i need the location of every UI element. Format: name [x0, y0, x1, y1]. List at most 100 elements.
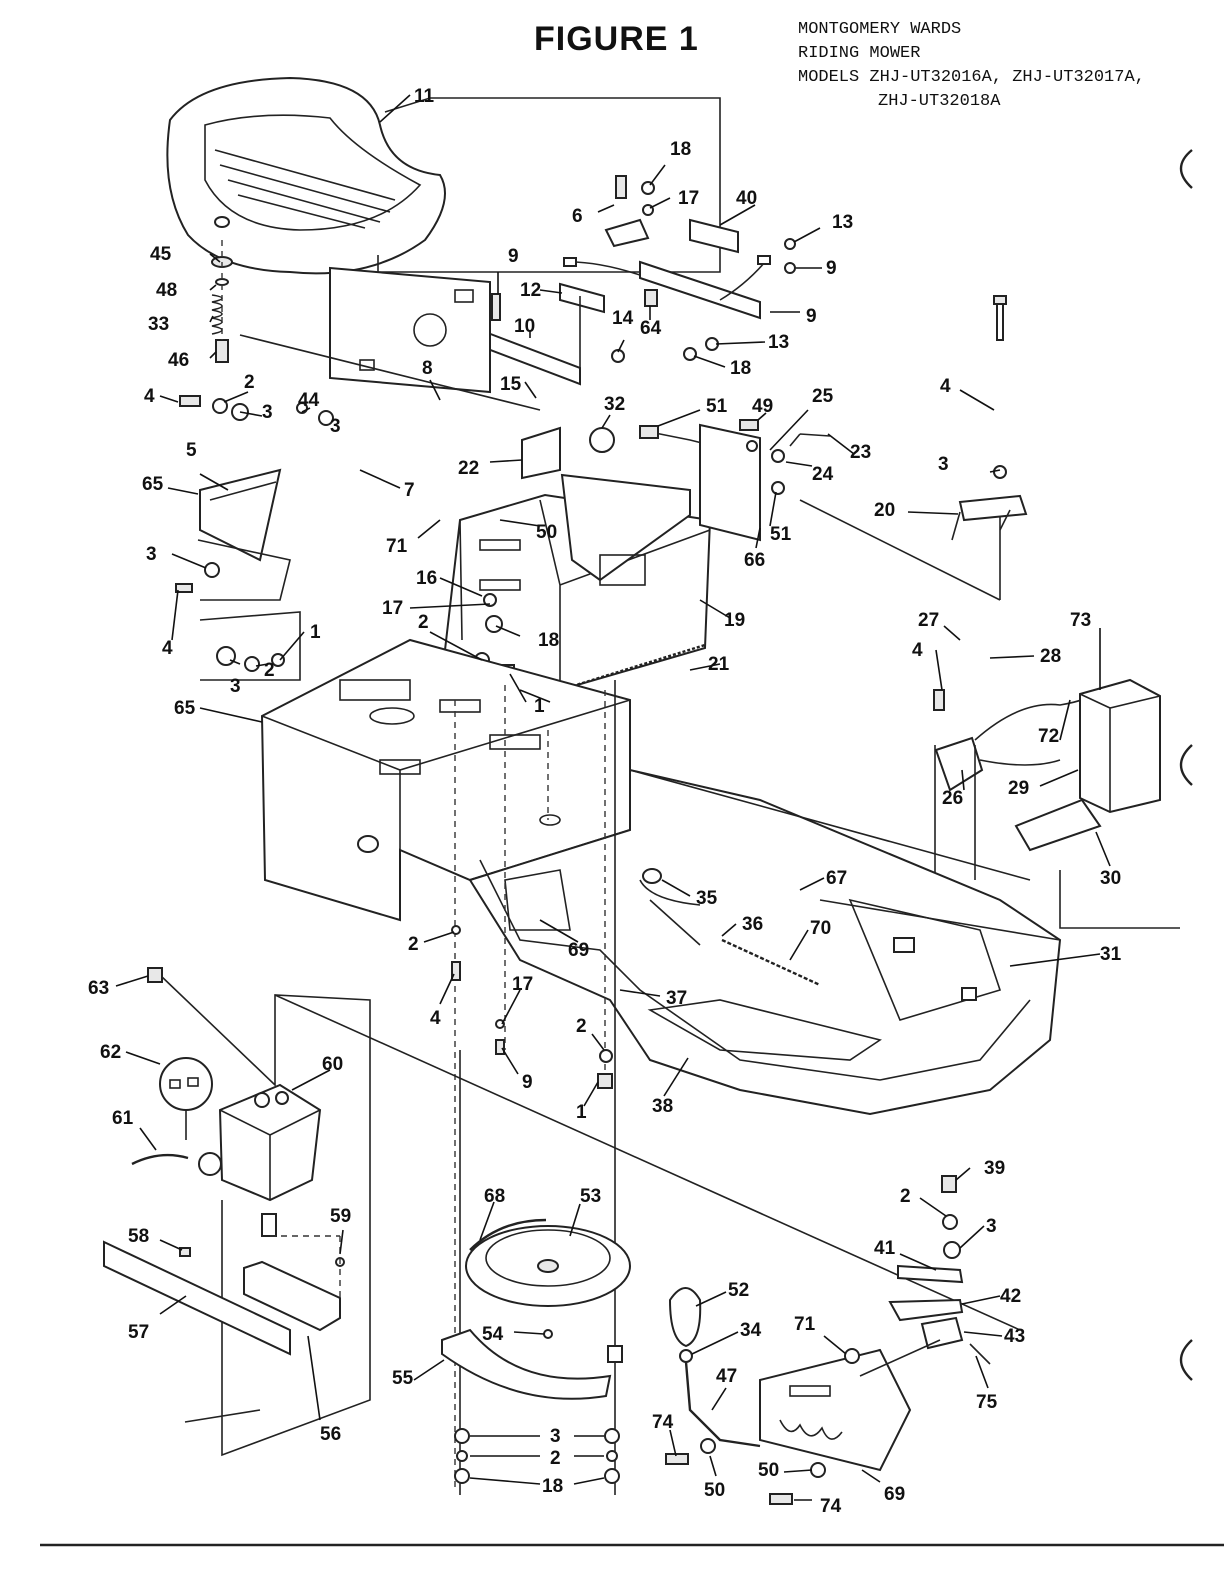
callout-16: 16: [416, 568, 437, 589]
dash-panel-plate: [239, 266, 541, 411]
callout-1: 1: [534, 696, 545, 717]
callout-2: 2: [900, 1186, 911, 1207]
leader-lines: [115, 94, 1111, 1501]
callout-5: 5: [186, 440, 197, 461]
callout-1: 1: [576, 1102, 587, 1123]
callout-55: 55: [392, 1368, 414, 1389]
callout-53: 53: [580, 1186, 601, 1207]
callout-8: 8: [422, 358, 433, 379]
callout-4: 4: [144, 386, 155, 407]
callout-7: 7: [404, 480, 415, 501]
callout-9: 9: [806, 306, 817, 327]
callout-51: 51: [770, 524, 792, 545]
side-bracket: [175, 468, 301, 681]
callout-64: 64: [640, 318, 662, 339]
callout-15: 15: [500, 374, 522, 395]
callout-18: 18: [542, 1476, 563, 1497]
callout-67: 67: [826, 868, 847, 889]
callout-54: 54: [482, 1324, 504, 1345]
callout-42: 42: [1000, 1286, 1021, 1307]
callout-22: 22: [458, 458, 479, 479]
pulley-and-belt: [465, 1218, 631, 1339]
callout-39: 39: [984, 1158, 1005, 1179]
callout-24: 24: [812, 464, 834, 485]
header-line-3: MODELS ZHJ-UT32016A, ZHJ-UT32017A,: [798, 68, 1145, 87]
nut: [485, 615, 503, 633]
seat-part: [166, 76, 446, 275]
callout-65: 65: [142, 474, 164, 495]
callout-3: 3: [938, 454, 949, 475]
callout-3: 3: [230, 676, 241, 697]
callout-72: 72: [1038, 726, 1059, 747]
callout-58: 58: [128, 1226, 149, 1247]
callout-48: 48: [156, 280, 177, 301]
callout-17: 17: [512, 974, 533, 995]
callout-25: 25: [812, 386, 834, 407]
seat-switch-bracket: [563, 175, 796, 361]
callout-70: 70: [810, 918, 831, 939]
callout-44: 44: [298, 390, 320, 411]
callout-50: 50: [758, 1460, 779, 1481]
callout-50: 50: [704, 1480, 725, 1501]
chassis-deck: [468, 768, 1062, 1116]
callout-62: 62: [100, 1042, 121, 1063]
callout-43: 43: [1004, 1326, 1025, 1347]
transaxle-outline: [159, 974, 371, 1457]
shift-lever-assembly: [665, 1287, 912, 1505]
transaxle-outline: [274, 994, 1021, 1331]
support-brackets: [103, 1213, 345, 1356]
callout-18: 18: [730, 358, 751, 379]
callout-2: 2: [244, 372, 255, 393]
callout-56: 56: [320, 1424, 341, 1445]
callout-21: 21: [708, 654, 730, 675]
callout-2: 2: [576, 1016, 587, 1037]
binder-hole-mark: [1179, 149, 1193, 189]
callout-labels: 11 18 6 17 40 13 9 45 9 12 48 33 10 14 6…: [88, 86, 1122, 1517]
callout-60: 60: [322, 1054, 343, 1075]
callout-2: 2: [264, 660, 275, 681]
model-header: MONTGOMERY WARDS RIDING MOWER MODELS ZHJ…: [798, 18, 1145, 114]
callout-12: 12: [520, 280, 541, 301]
callout-35: 35: [696, 888, 718, 909]
callout-37: 37: [666, 988, 687, 1009]
callout-61: 61: [112, 1108, 134, 1129]
callout-50: 50: [536, 522, 557, 543]
callout-20: 20: [874, 500, 895, 521]
callout-14: 14: [612, 308, 634, 329]
washer: [483, 593, 497, 607]
callout-4: 4: [912, 640, 923, 661]
seat-spring-stack: [211, 240, 233, 363]
callout-4: 4: [162, 638, 173, 659]
callout-47: 47: [716, 1366, 737, 1387]
callout-3: 3: [550, 1426, 561, 1447]
callout-41: 41: [874, 1238, 896, 1259]
binder-hole-mark: [1179, 744, 1193, 786]
callout-4: 4: [430, 1008, 441, 1029]
callout-13: 13: [768, 332, 789, 353]
callout-3: 3: [262, 402, 273, 423]
callout-9: 9: [522, 1072, 533, 1093]
callout-3: 3: [146, 544, 157, 565]
callout-69: 69: [884, 1484, 905, 1505]
callout-69: 69: [568, 940, 589, 961]
callout-17: 17: [678, 188, 699, 209]
callout-52: 52: [728, 1280, 749, 1301]
solenoid-and-battery: [933, 678, 1180, 929]
callout-29: 29: [1008, 778, 1029, 799]
callout-27: 27: [918, 610, 939, 631]
bolt: [451, 961, 461, 981]
washer: [599, 1049, 613, 1063]
callout-34: 34: [740, 1320, 762, 1341]
callout-68: 68: [484, 1186, 505, 1207]
callout-17: 17: [382, 598, 403, 619]
callout-74: 74: [820, 1496, 842, 1517]
callout-4: 4: [940, 376, 951, 397]
seat-mount-outline: [377, 97, 721, 273]
callout-46: 46: [168, 350, 189, 371]
idler-arm: [441, 1328, 623, 1484]
callout-2: 2: [408, 934, 419, 955]
callout-9: 9: [508, 246, 519, 267]
callout-71: 71: [794, 1314, 816, 1335]
callout-6: 6: [572, 206, 583, 227]
